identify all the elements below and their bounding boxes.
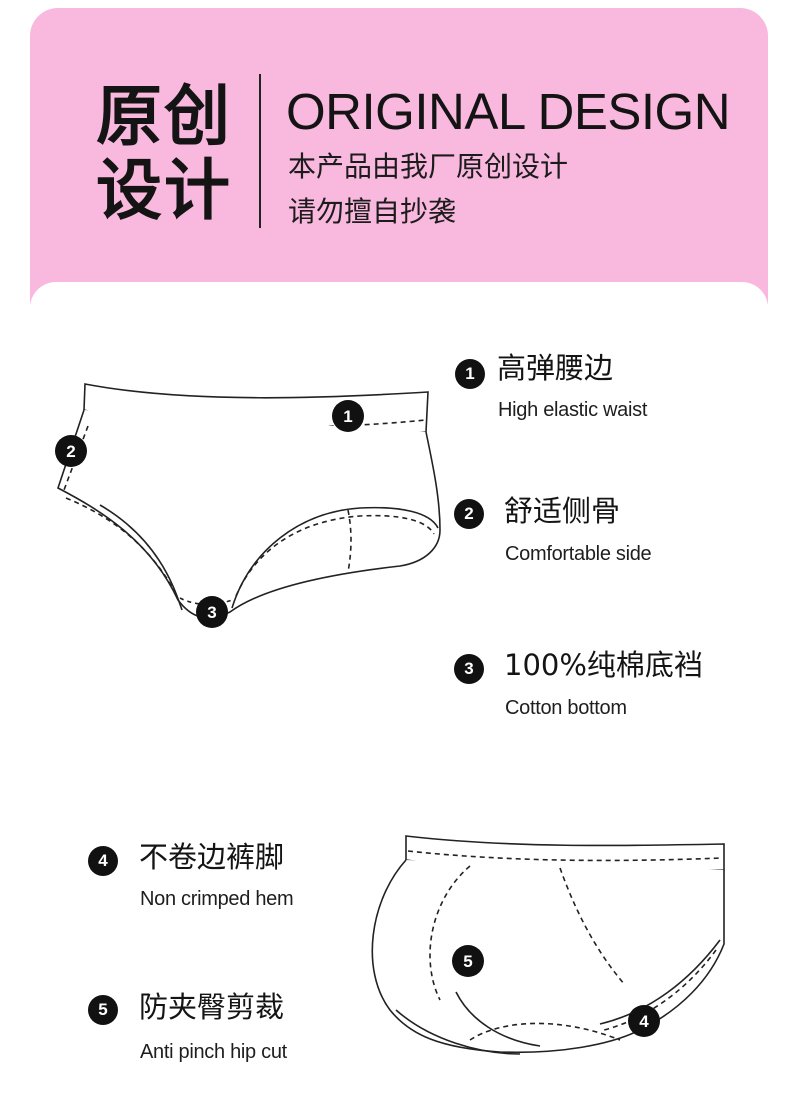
english-title: ORIGINAL DESIGN xyxy=(286,83,731,140)
feature-subtitle: Cotton bottom xyxy=(505,697,627,719)
subtitle-line-2: 请勿擅自抄袭 xyxy=(288,195,457,228)
back-marker-5: 5 xyxy=(452,945,484,977)
feature-number-badge: 3 xyxy=(454,654,484,684)
svg-text:4: 4 xyxy=(639,1012,649,1031)
feature-number-badge: 1 xyxy=(455,359,485,389)
feature-number-badge: 5 xyxy=(88,995,118,1025)
subtitle-line-1: 本产品由我厂原创设计 xyxy=(288,150,569,183)
front-marker-3: 3 xyxy=(196,596,228,628)
front-marker-1: 1 xyxy=(332,400,364,432)
feature-title: 100%纯棉底裆 xyxy=(504,648,703,682)
feature-number-badge: 4 xyxy=(88,846,118,876)
feature-title: 不卷边裤脚 xyxy=(139,840,285,874)
svg-text:3: 3 xyxy=(207,603,216,622)
svg-text:2: 2 xyxy=(66,442,75,461)
big-title-line-2: 设计 xyxy=(96,152,232,229)
svg-text:5: 5 xyxy=(463,952,472,971)
feature-subtitle: High elastic waist xyxy=(498,399,648,421)
feature-title: 防夹臀剪裁 xyxy=(139,990,285,1024)
feature-subtitle: Non crimped hem xyxy=(140,888,294,910)
feature-title: 舒适侧骨 xyxy=(504,494,621,528)
original-design-cn-title: 原创 设计 xyxy=(96,80,246,228)
feature-number-badge: 2 xyxy=(454,499,484,529)
svg-text:1: 1 xyxy=(343,407,352,426)
content-panel-top xyxy=(30,282,768,322)
big-title-line-1: 原创 xyxy=(96,78,232,155)
back-marker-4: 4 xyxy=(628,1005,660,1037)
front-marker-2: 2 xyxy=(55,435,87,467)
header-banner xyxy=(30,8,768,304)
header-divider xyxy=(259,74,261,228)
feature-title: 高弹腰边 xyxy=(497,351,614,385)
feature-subtitle: Comfortable side xyxy=(505,543,652,565)
feature-subtitle: Anti pinch hip cut xyxy=(140,1041,287,1063)
